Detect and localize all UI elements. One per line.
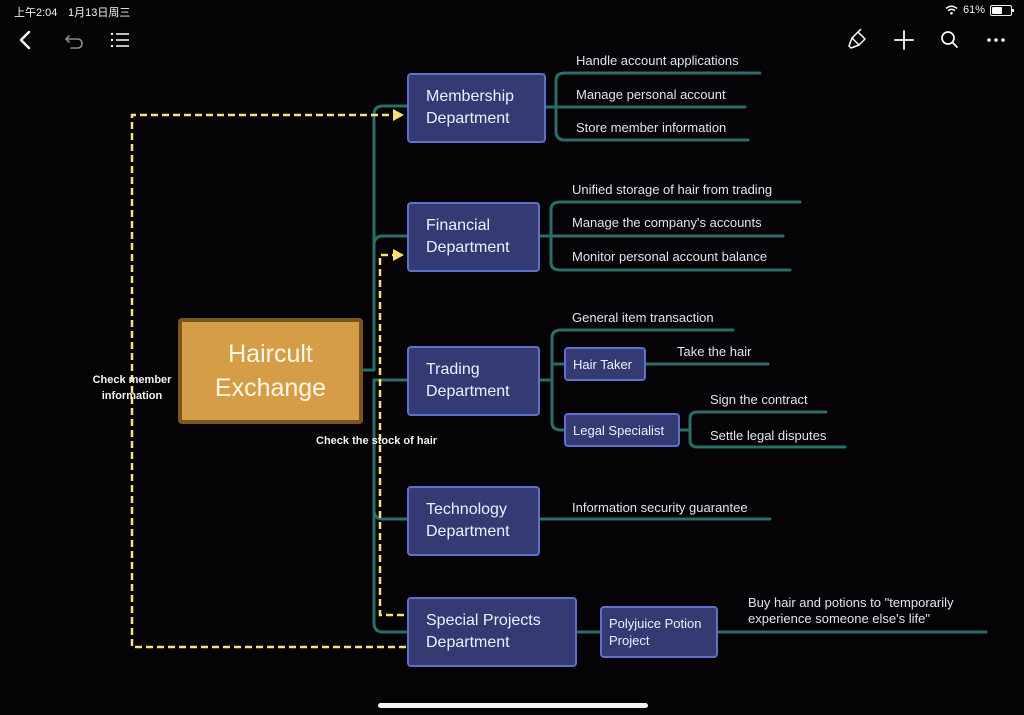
- connector-central-financial: [372, 234, 410, 247]
- battery-icon: [990, 4, 1014, 16]
- relationship-label-stock[interactable]: Check the stock of hair: [316, 435, 438, 447]
- more-button[interactable]: [982, 27, 1010, 53]
- leaf-membership-1[interactable]: Handle account applications: [576, 53, 739, 68]
- search-button[interactable]: [936, 27, 964, 53]
- leaf-membership-2[interactable]: Manage personal account: [576, 87, 726, 102]
- connector-financial-items: [538, 200, 802, 272]
- relationship-label-member-info[interactable]: Check member information: [92, 374, 172, 402]
- relationship-arrow-stock: [393, 249, 404, 261]
- outline-button[interactable]: [106, 27, 134, 53]
- leaf-technology-1[interactable]: Information security guarantee: [572, 500, 748, 515]
- trading-department-node[interactable]: Trading Department: [407, 346, 540, 416]
- style-button[interactable]: [843, 27, 871, 53]
- technology-department-node[interactable]: Technology Department: [407, 486, 540, 556]
- battery-percent: 61%: [962, 4, 985, 16]
- undo-button[interactable]: [60, 27, 88, 53]
- undo-icon: [64, 35, 83, 49]
- relationship-line-stock: [378, 253, 404, 617]
- connector-membership-items: [544, 71, 762, 142]
- legal-specialist-label: Legal Specialist: [573, 422, 665, 438]
- relationship-arrow-member-info: [393, 109, 404, 121]
- financial-department-node[interactable]: Financial Department: [407, 202, 540, 272]
- hair-taker-node[interactable]: Hair Taker: [564, 347, 646, 381]
- leaf-polyjuice-1[interactable]: Buy hair and potions to "temporarily exp…: [748, 595, 954, 626]
- back-button[interactable]: [12, 27, 40, 53]
- special-projects-department-label: Special Projects Department: [426, 612, 541, 651]
- connector-legal-items: [678, 410, 847, 449]
- status-date: 1月13日周三: [68, 7, 131, 19]
- brush-icon: [848, 28, 866, 49]
- trading-department-label: Trading Department: [426, 361, 510, 400]
- back-icon: [19, 30, 31, 50]
- connector-central-membership: [360, 104, 410, 372]
- leaf-legal-1[interactable]: Sign the contract: [710, 392, 808, 407]
- wifi-icon: [945, 5, 958, 15]
- polyjuice-project-node[interactable]: Polyjuice Potion Project: [600, 606, 718, 658]
- home-indicator[interactable]: [378, 703, 648, 708]
- leaf-financial-2[interactable]: Manage the company's accounts: [572, 215, 762, 230]
- leaf-membership-3[interactable]: Store member information: [576, 120, 727, 135]
- relationship-line-member-info: [130, 113, 406, 649]
- leaf-legal-2[interactable]: Settle legal disputes: [710, 428, 827, 443]
- financial-department-label: Financial Department: [426, 217, 510, 256]
- connector-trading-items: [538, 328, 735, 432]
- hair-taker-label: Hair Taker: [573, 356, 633, 372]
- add-icon: [894, 30, 914, 50]
- polyjuice-project-label: Polyjuice Potion Project: [609, 616, 702, 648]
- legal-specialist-node[interactable]: Legal Specialist: [564, 413, 680, 447]
- central-topic[interactable]: Haircult Exchange: [178, 318, 363, 424]
- more-icon: [987, 38, 1005, 42]
- outline-icon: [110, 32, 129, 48]
- search-icon: [941, 31, 958, 48]
- leaf-hair-taker-1[interactable]: Take the hair: [677, 344, 752, 359]
- membership-department-node[interactable]: Membership Department: [407, 73, 546, 143]
- technology-department-label: Technology Department: [426, 501, 510, 540]
- leaf-financial-3[interactable]: Monitor personal account balance: [572, 249, 768, 264]
- add-button[interactable]: [890, 27, 918, 53]
- central-topic-label: Haircult Exchange: [214, 340, 327, 402]
- status-bar: 上午2:04 1月13日周三 61%: [0, 0, 1024, 20]
- battery-level: [992, 6, 1003, 14]
- membership-department-label: Membership Department: [426, 88, 515, 127]
- leaf-financial-1[interactable]: Unified storage of hair from trading: [572, 182, 773, 197]
- special-projects-department-node[interactable]: Special Projects Department: [407, 597, 577, 667]
- status-time: 上午2:04: [14, 7, 58, 19]
- status-indicators: 61%: [945, 4, 1014, 16]
- leaf-trading-1[interactable]: General item transaction: [572, 310, 714, 325]
- connector-central-special: [372, 508, 410, 634]
